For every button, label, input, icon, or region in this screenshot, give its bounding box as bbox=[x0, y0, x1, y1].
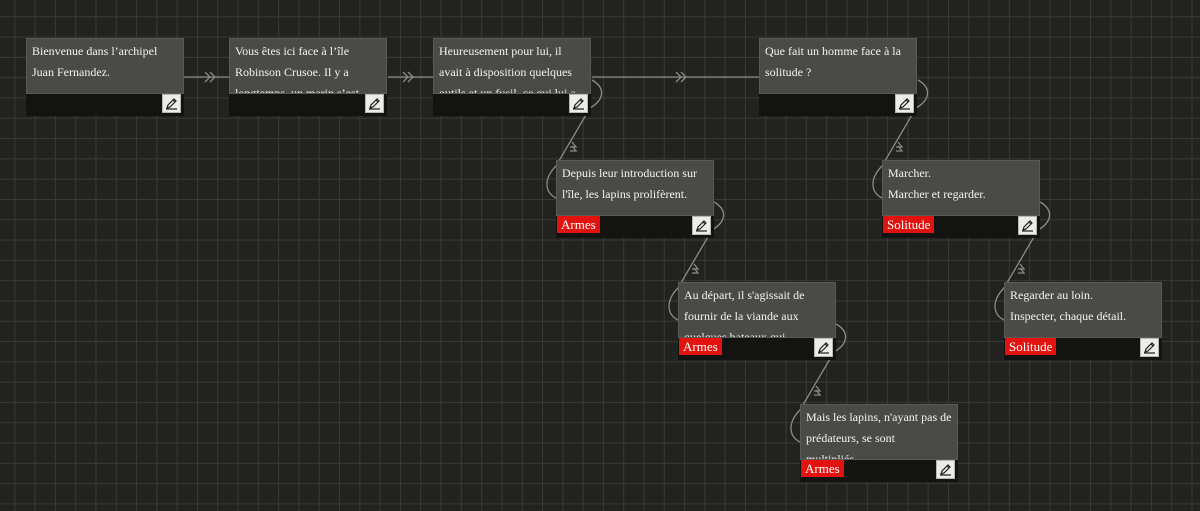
node-body: Regarder au loin. Inspecter, chaque déta… bbox=[1004, 282, 1162, 338]
node-body: Marcher. Marcher et regarder. bbox=[882, 160, 1040, 216]
tag-badge: Solitude bbox=[883, 216, 935, 233]
arrow-n2-n3 bbox=[402, 71, 414, 83]
pencil-icon[interactable] bbox=[162, 94, 181, 113]
story-node[interactable]: Vous êtes ici face à l’île Robinson Crus… bbox=[229, 38, 387, 116]
story-node[interactable]: Depuis leur introduction sur l'île, les … bbox=[556, 160, 714, 238]
story-node[interactable]: Marcher. Marcher et regarder. Solitude bbox=[882, 160, 1040, 238]
pencil-icon[interactable] bbox=[814, 338, 833, 357]
link-n3-n5 bbox=[546, 79, 603, 199]
node-body: Heureusement pour lui, il avait à dispos… bbox=[433, 38, 591, 94]
node-text: Vous êtes ici face à l’île Robinson Crus… bbox=[235, 44, 359, 94]
story-node[interactable]: Au départ, il s'agissait de fournir de l… bbox=[678, 282, 836, 360]
pencil-icon[interactable] bbox=[692, 216, 711, 235]
node-text: Heureusement pour lui, il avait à dispos… bbox=[439, 44, 576, 94]
node-text: Mais les lapins, n'ayant pas de prédateu… bbox=[806, 410, 952, 460]
pencil-icon[interactable] bbox=[936, 460, 955, 479]
link-n4-n6 bbox=[872, 79, 929, 199]
arrow-n3-n5 bbox=[570, 141, 578, 152]
node-text: Depuis leur introduction sur l'île, les … bbox=[562, 166, 697, 201]
story-node[interactable]: Mais les lapins, n'ayant pas de prédateu… bbox=[800, 404, 958, 482]
pencil-icon[interactable] bbox=[569, 94, 588, 113]
story-node[interactable]: Que fait un homme face à la solitude ? bbox=[759, 38, 917, 116]
node-text: Que fait un homme face à la solitude ? bbox=[765, 44, 901, 79]
pencil-icon[interactable] bbox=[1018, 216, 1037, 235]
node-body: Mais les lapins, n'ayant pas de prédateu… bbox=[800, 404, 958, 460]
arrow-n3-n4 bbox=[675, 71, 687, 83]
arrow-n5-n7 bbox=[692, 263, 700, 274]
pencil-icon[interactable] bbox=[895, 94, 914, 113]
story-node[interactable]: Heureusement pour lui, il avait à dispos… bbox=[433, 38, 591, 116]
node-body: Depuis leur introduction sur l'île, les … bbox=[556, 160, 714, 216]
arrow-n6-n8 bbox=[1018, 263, 1026, 274]
arrow-n7-n9 bbox=[814, 385, 822, 396]
tag-badge: Armes bbox=[801, 460, 844, 477]
tag-badge: Armes bbox=[557, 216, 600, 233]
arrow-n1-n2 bbox=[204, 71, 216, 83]
link-n6-n8 bbox=[994, 201, 1051, 321]
node-text: Regarder au loin. Inspecter, chaque déta… bbox=[1010, 288, 1127, 323]
tag-badge: Armes bbox=[679, 338, 722, 355]
node-text: Bienvenue dans l’archipel Juan Fernandez… bbox=[32, 44, 158, 79]
node-body: Au départ, il s'agissait de fournir de l… bbox=[678, 282, 836, 338]
story-node[interactable]: Regarder au loin. Inspecter, chaque déta… bbox=[1004, 282, 1162, 360]
node-text: Marcher. Marcher et regarder. bbox=[888, 166, 986, 201]
node-body: Bienvenue dans l’archipel Juan Fernandez… bbox=[26, 38, 184, 94]
arrow-n4-n6 bbox=[896, 141, 904, 152]
pencil-icon[interactable] bbox=[1140, 338, 1159, 357]
tag-badge: Solitude bbox=[1005, 338, 1057, 355]
link-n5-n7 bbox=[668, 201, 725, 321]
node-body: Que fait un homme face à la solitude ? bbox=[759, 38, 917, 94]
node-body: Vous êtes ici face à l’île Robinson Crus… bbox=[229, 38, 387, 94]
story-node[interactable]: Bienvenue dans l’archipel Juan Fernandez… bbox=[26, 38, 184, 116]
pencil-icon[interactable] bbox=[365, 94, 384, 113]
node-text: Au départ, il s'agissait de fournir de l… bbox=[684, 288, 805, 338]
link-n7-n9 bbox=[790, 323, 847, 443]
